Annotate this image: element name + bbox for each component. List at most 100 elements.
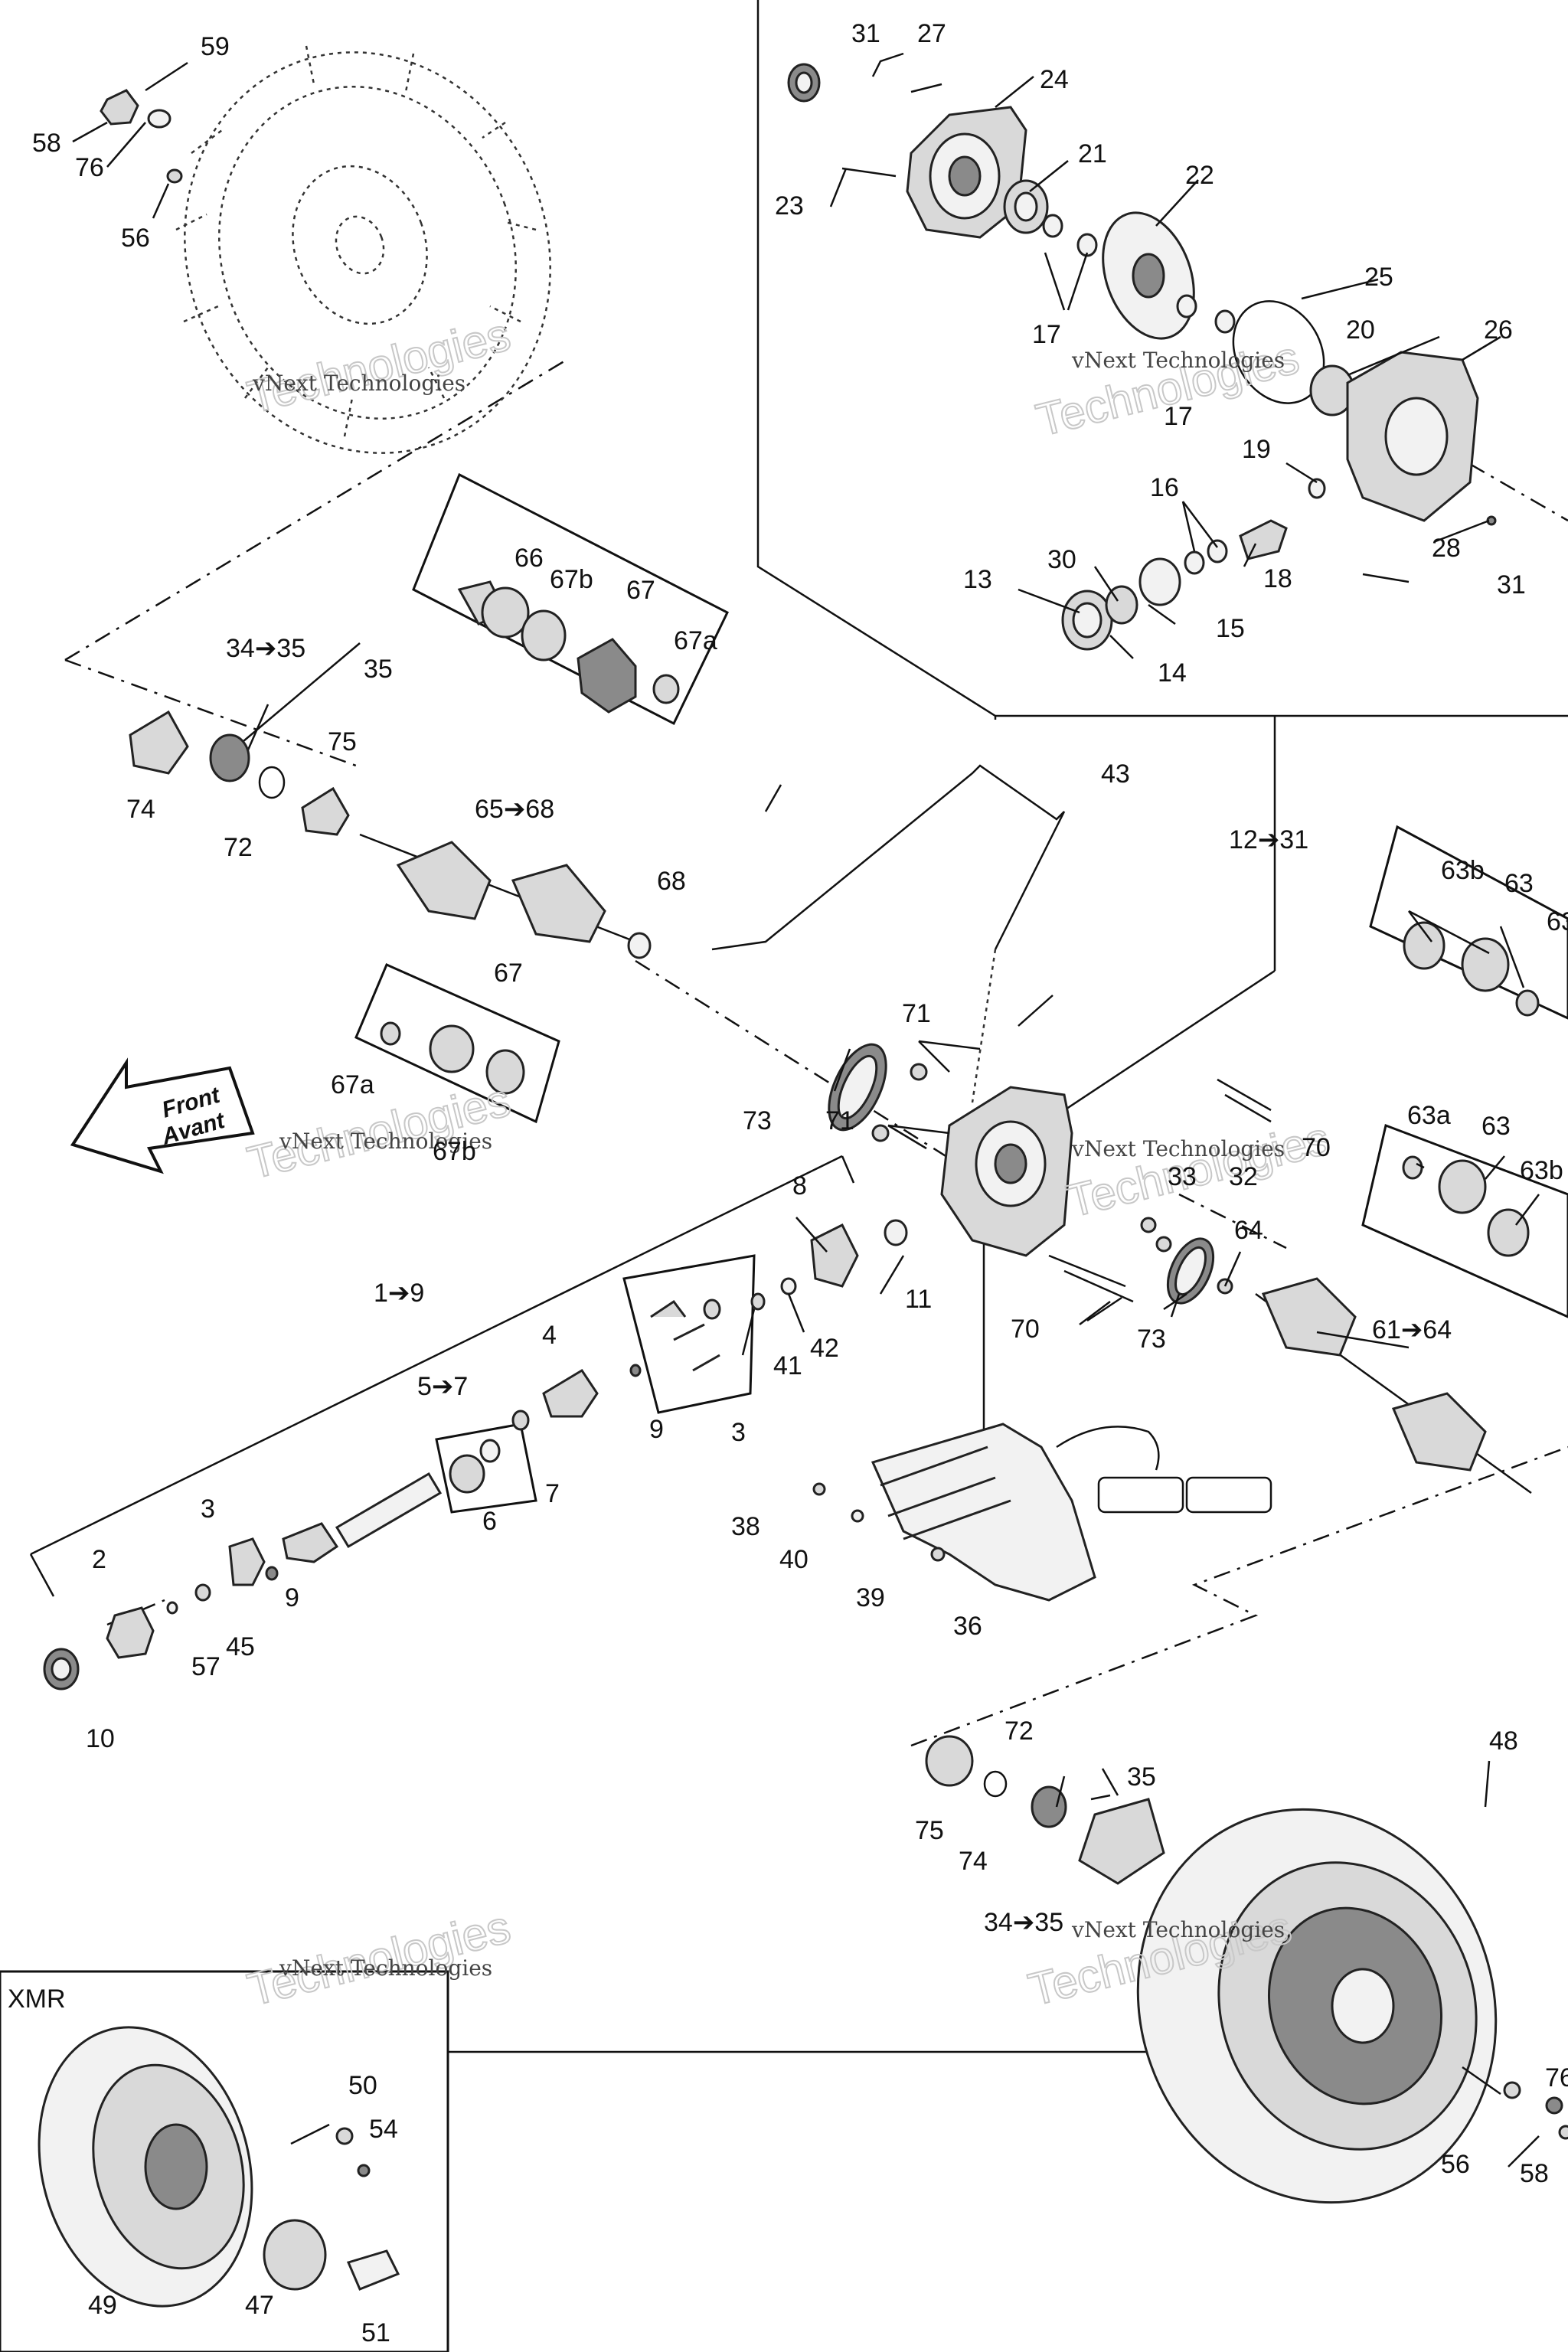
- callout-6: 6: [482, 1507, 497, 1536]
- callout-34-35: 34➔35: [984, 1908, 1063, 1937]
- callout-41: 41: [773, 1351, 802, 1380]
- callout-66: 66: [514, 544, 544, 573]
- callout-8: 8: [792, 1171, 807, 1200]
- callout-38: 38: [731, 1512, 760, 1541]
- callout-67: 67: [494, 959, 523, 988]
- callout-15: 15: [1216, 614, 1245, 643]
- callout-16: 16: [1150, 473, 1179, 502]
- rear-wheel-dotted: [175, 45, 551, 454]
- callout-73: 73: [1137, 1325, 1166, 1354]
- callout-25: 25: [1364, 263, 1393, 292]
- callout-67: 67: [626, 576, 655, 605]
- callout-3: 3: [201, 1494, 215, 1524]
- callout-58: 58: [1520, 2159, 1549, 2188]
- callout-12-31: 12➔31: [1229, 825, 1308, 854]
- callout-45: 45: [226, 1632, 255, 1661]
- callout-42: 42: [810, 1334, 839, 1363]
- callout-1-9: 1➔9: [374, 1279, 424, 1308]
- callout-67a: 67a: [331, 1070, 374, 1099]
- callout-72: 72: [1004, 1717, 1034, 1746]
- callout-74: 74: [126, 795, 155, 824]
- callout-56: 56: [1441, 2150, 1470, 2179]
- callout-31: 31: [851, 19, 880, 48]
- callout-21: 21: [1078, 139, 1107, 168]
- callout-36: 36: [953, 1612, 982, 1641]
- leader-lines: [64, 358, 1568, 1747]
- callout-67b: 67b: [550, 565, 593, 594]
- watermark-company: vNext Technologies: [279, 1955, 492, 1981]
- callout-2: 2: [92, 1545, 106, 1574]
- callout-59: 59: [201, 32, 230, 61]
- front-hub-kit: [925, 1735, 1165, 1885]
- callout-18: 18: [1263, 564, 1292, 593]
- callout-67b: 67b: [433, 1137, 476, 1166]
- callout-43: 43: [1101, 760, 1130, 789]
- callout-64: 64: [1234, 1216, 1263, 1245]
- front-wheel: [1136, 1808, 1568, 2204]
- callout-5-7: 5➔7: [417, 1372, 468, 1401]
- callout-72: 72: [224, 833, 253, 862]
- callout-76: 76: [75, 153, 104, 182]
- rear-differential-parts: [787, 52, 1497, 651]
- cv-boot-kit-box-lower: [354, 963, 560, 1124]
- front-differential: [828, 1043, 1272, 1305]
- callout-30: 30: [1047, 545, 1076, 574]
- front-direction-badge: Front Avant: [70, 1057, 255, 1174]
- watermark-big: Technologies: [1062, 1112, 1334, 1227]
- callout-35: 35: [1127, 1762, 1156, 1792]
- callout-34-35: 34➔35: [226, 634, 305, 663]
- callout-63: 63: [1547, 907, 1568, 936]
- callout-73: 73: [743, 1106, 772, 1135]
- cv-boot-kit-box-right-mid: [1361, 1123, 1568, 1318]
- callout-63a: 63a: [1407, 1101, 1451, 1130]
- callout-75: 75: [328, 727, 357, 756]
- cv-boot-kit-box-right-top: [1369, 825, 1568, 1020]
- cv-boot-kit-box-upper: [412, 472, 729, 726]
- callout-3: 3: [731, 1418, 746, 1447]
- callout-17: 17: [1164, 402, 1193, 431]
- callout-70: 70: [1011, 1315, 1040, 1344]
- watermark-big: Technologies: [243, 309, 515, 423]
- callout-32: 32: [1229, 1162, 1258, 1191]
- callout-11: 11: [905, 1285, 932, 1314]
- skid-plate: [812, 1423, 1272, 1602]
- universal-joint-box: [622, 1254, 756, 1414]
- callout-27: 27: [917, 19, 946, 48]
- watermark-company: vNext Technologies: [279, 1129, 492, 1154]
- callout-58: 58: [32, 129, 61, 158]
- watermark-company: vNext Technologies: [1071, 348, 1285, 373]
- callout-9: 9: [649, 1415, 664, 1444]
- watermark-company: vNext Technologies: [1071, 1917, 1285, 1942]
- halfshaft-upper: [359, 833, 652, 959]
- callout-63b: 63b: [1441, 856, 1485, 885]
- callout-17: 17: [1032, 320, 1061, 349]
- callout-63: 63: [1504, 869, 1534, 898]
- propeller-shaft: [43, 1223, 859, 1690]
- callout-74: 74: [959, 1847, 988, 1876]
- callout-75: 75: [915, 1816, 944, 1845]
- callout-54: 54: [369, 2115, 398, 2144]
- callout-68: 68: [657, 867, 686, 896]
- callout-61-64: 61➔64: [1372, 1315, 1452, 1344]
- callout-57: 57: [191, 1652, 220, 1681]
- callout-56: 56: [121, 224, 150, 253]
- callout-13: 13: [963, 565, 992, 594]
- callout-24: 24: [1040, 65, 1069, 94]
- callout-63: 63: [1481, 1112, 1511, 1141]
- callout-39: 39: [856, 1583, 885, 1612]
- callout-28: 28: [1432, 534, 1461, 563]
- callout-9: 9: [285, 1583, 299, 1612]
- cv-boot-kit-lower-parts: [380, 1021, 525, 1095]
- callout-22: 22: [1185, 161, 1214, 190]
- callout-14: 14: [1158, 658, 1187, 688]
- callout-63b: 63b: [1520, 1156, 1563, 1185]
- callout-leaders: [72, 76, 1540, 2167]
- callout-40: 40: [779, 1545, 808, 1574]
- callout-19: 19: [1242, 435, 1271, 464]
- callout-20: 20: [1346, 315, 1375, 345]
- watermark-company: vNext Technologies: [1071, 1136, 1285, 1161]
- callout-49: 49: [88, 2291, 117, 2320]
- halfshaft-upper-kit: [129, 580, 680, 836]
